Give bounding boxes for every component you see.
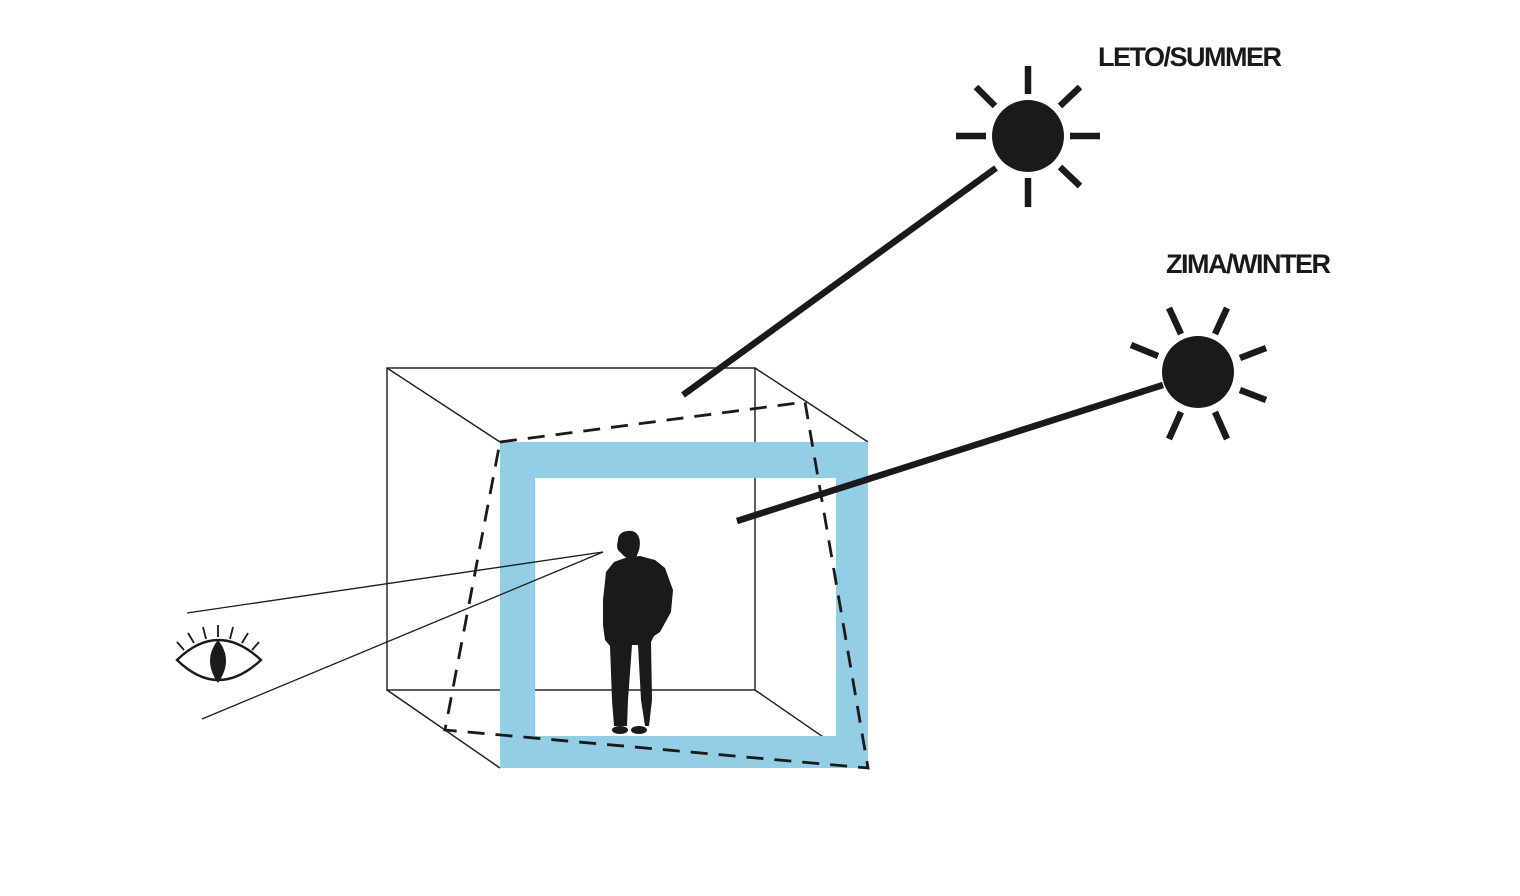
cube-edge-top-right <box>754 367 869 443</box>
person-silhouette-icon <box>603 530 673 734</box>
winter-sun-ray <box>736 381 1164 525</box>
cube-edge-bottom-left <box>386 689 501 769</box>
summer-sun-icon <box>956 66 1100 207</box>
sight-line-upper <box>186 551 604 614</box>
sight-line-lower <box>201 551 604 720</box>
summer-label: LETO/SUMMER <box>1098 42 1282 72</box>
summer-sun-ray <box>681 165 998 398</box>
dashed-tilted-frame <box>443 400 870 770</box>
cube-edge-top-left <box>386 367 501 443</box>
winter-sun-icon <box>1129 306 1268 441</box>
winter-label: ZIMA/WINTER <box>1166 249 1330 279</box>
eye-icon <box>175 625 263 683</box>
cube-back-face <box>386 367 756 691</box>
blue-frame <box>500 442 868 768</box>
sight-lines <box>186 551 604 720</box>
